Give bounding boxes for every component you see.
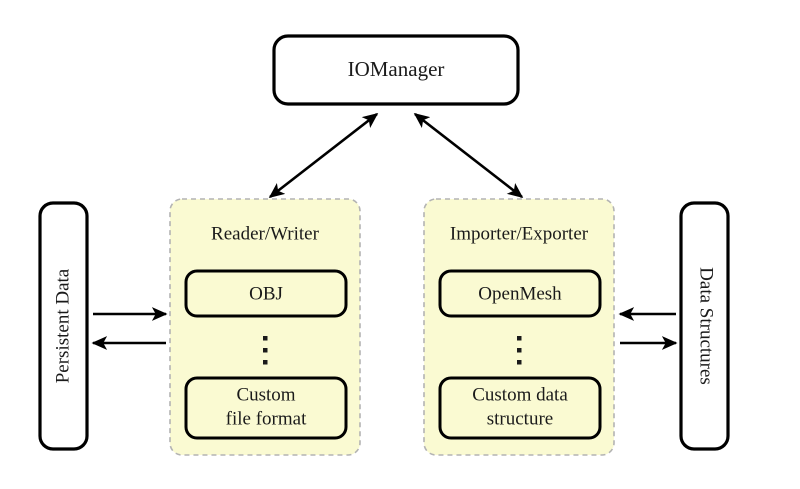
importer-exporter-group-label: Importer/Exporter xyxy=(450,223,589,244)
custom-file-format-node[interactable]: Custom file format xyxy=(184,376,348,440)
openmesh-node[interactable]: OpenMesh xyxy=(438,269,602,318)
obj-node-shape xyxy=(184,269,348,318)
reader-writer-group[interactable]: Reader/Writer OBJ Custom file format xyxy=(169,198,361,456)
custom-file-format-line-1: Custom xyxy=(236,384,295,405)
arrow-iomanager-readerwriter xyxy=(268,112,379,199)
iomanager-box[interactable]: IOManager xyxy=(272,34,520,106)
iomanager-box-shape xyxy=(272,34,520,106)
custom-data-structure-line-1: Custom data xyxy=(472,384,568,405)
openmesh-node-shape xyxy=(438,269,602,318)
persistent-data-label: Persistent Data xyxy=(52,268,73,383)
persistent-data-box[interactable]: Persistent Data xyxy=(38,201,89,451)
data-structures-box-shape xyxy=(679,201,730,451)
custom-data-structure-node-shape xyxy=(438,376,602,440)
arrow-iomanager-importerexporter xyxy=(413,112,524,199)
importer-exporter-group[interactable]: Importer/Exporter OpenMesh Custom data s… xyxy=(423,198,615,456)
obj-node[interactable]: OBJ xyxy=(184,269,348,318)
data-structures-label: Data Structures xyxy=(696,267,717,385)
iomanager-label: IOManager xyxy=(348,57,445,81)
reader-writer-vdots-icon xyxy=(263,336,268,365)
openmesh-node-label: OpenMesh xyxy=(478,283,562,304)
data-structures-box[interactable]: Data Structures xyxy=(679,201,730,451)
custom-data-structure-line-2: structure xyxy=(487,408,553,429)
reader-writer-group-label: Reader/Writer xyxy=(211,223,320,244)
persistent-data-box-shape xyxy=(38,201,89,451)
importer-exporter-vdots-icon xyxy=(517,336,522,365)
custom-data-structure-node[interactable]: Custom data structure xyxy=(438,376,602,440)
custom-file-format-node-shape xyxy=(184,376,348,440)
custom-file-format-line-2: file format xyxy=(226,408,307,429)
obj-node-label: OBJ xyxy=(249,283,283,304)
